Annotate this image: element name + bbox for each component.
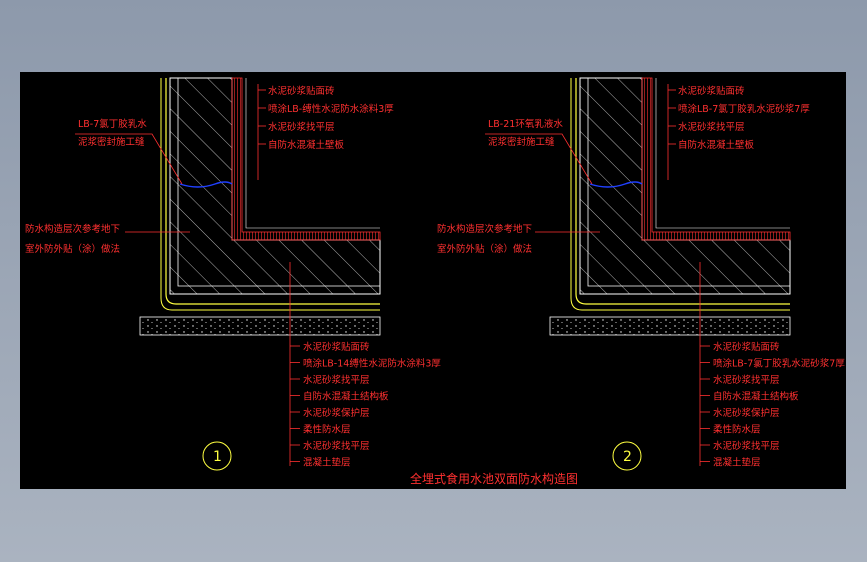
- bottom-layer-label: 柔性防水层: [713, 424, 761, 436]
- top-layer-label: 水泥砂浆找平层: [268, 121, 335, 133]
- inner-coating-line: [245, 78, 380, 229]
- concrete-cushion-layer: [139, 316, 381, 336]
- drawing-canvas[interactable]: 水泥砂浆贴面砖喷涂LB-缚性水泥防水涂料3厚水泥砂浆找平层自防水混凝土壁板水泥砂…: [20, 72, 846, 489]
- construction-joint-seal: [179, 181, 233, 188]
- top-layer-label: 自防水混凝土壁板: [268, 139, 345, 151]
- wall-callout-label: 室外防外贴（涂）做法: [437, 243, 532, 255]
- top-layer-label: 水泥砂浆贴面砖: [268, 85, 335, 97]
- wall-callout-label: 室外防外贴（涂）做法: [25, 243, 120, 255]
- joint-callout-label: LB-7氯丁胶乳水: [78, 118, 147, 130]
- bottom-layer-label: 混凝土垫层: [713, 457, 761, 469]
- bottom-layer-label: 水泥砂浆保护层: [713, 407, 780, 419]
- outer-screed-line: [587, 78, 790, 287]
- protection-mortar-line: [570, 78, 790, 311]
- top-layer-label: 喷涂LB-7氯丁胶乳水泥砂浆7厚: [678, 103, 810, 115]
- bottom-layer-label: 水泥砂浆贴面砖: [713, 341, 780, 353]
- joint-callout-leader: [485, 133, 593, 185]
- construction-joint-seal: [589, 181, 643, 188]
- wall-callout-label: 防水构造层次参考地下: [25, 223, 120, 235]
- detail-number-circle: [612, 441, 642, 471]
- detail-number-circle: [202, 441, 232, 471]
- waterproof-detail-drawing: 水泥砂浆贴面砖喷涂LB-缚性水泥防水涂料3厚水泥砂浆找平层自防水混凝土壁板水泥砂…: [25, 77, 845, 486]
- protection-mortar-line: [160, 78, 380, 311]
- bottom-layer-label: 混凝土垫层: [303, 457, 351, 469]
- wall-callout-label: 防水构造层次参考地下: [437, 223, 532, 235]
- outer-screed-line: [177, 78, 380, 287]
- bottom-layer-label: 水泥砂浆贴面砖: [303, 341, 370, 353]
- bottom-layer-label: 喷涂LB-14缚性水泥防水涂料3厚: [303, 358, 441, 370]
- inner-tile-lining: [641, 77, 791, 241]
- bottom-layer-label: 水泥砂浆找平层: [713, 374, 780, 386]
- bottom-layer-label: 自防水混凝土结构板: [713, 391, 799, 403]
- bottom-layer-label: 水泥砂浆找平层: [303, 374, 370, 386]
- concrete-cushion-layer: [549, 316, 791, 336]
- detail-number: 2: [623, 449, 632, 465]
- detail-1-section: 水泥砂浆贴面砖喷涂LB-缚性水泥防水涂料3厚水泥砂浆找平层自防水混凝土壁板水泥砂…: [25, 77, 441, 471]
- bottom-layer-label: 柔性防水层: [303, 424, 351, 436]
- bottom-layer-label: 自防水混凝土结构板: [303, 391, 389, 403]
- joint-callout-label: 泥浆密封施工缝: [78, 136, 145, 148]
- top-layer-label: 水泥砂浆找平层: [678, 121, 745, 133]
- joint-callout-label: LB-21环氧乳液水: [488, 118, 563, 130]
- bottom-layer-label: 喷涂LB-7氯丁胶乳水泥砂浆7厚: [713, 358, 845, 370]
- top-layer-label: 自防水混凝土壁板: [678, 139, 755, 151]
- flexible-waterproof-membrane: [165, 78, 380, 305]
- top-layer-label: 喷涂LB-缚性水泥防水涂料3厚: [268, 103, 394, 115]
- detail-2-section: 水泥砂浆贴面砖喷涂LB-7氯丁胶乳水泥砂浆7厚水泥砂浆找平层自防水混凝土壁板水泥…: [437, 77, 845, 471]
- inner-tile-lining: [231, 77, 381, 241]
- joint-callout-leader: [75, 133, 183, 185]
- inner-coating-line: [655, 78, 790, 229]
- bottom-layer-label: 水泥砂浆保护层: [303, 407, 370, 419]
- top-layer-label: 水泥砂浆贴面砖: [678, 85, 745, 97]
- joint-callout-label: 泥浆密封施工缝: [488, 136, 555, 148]
- bottom-layer-label: 水泥砂浆找平层: [713, 440, 780, 452]
- bottom-layer-label: 水泥砂浆找平层: [303, 440, 370, 452]
- detail-number: 1: [213, 449, 222, 465]
- drawing-title: 全埋式食用水池双面防水构造图: [410, 471, 578, 486]
- flexible-waterproof-membrane: [575, 78, 790, 305]
